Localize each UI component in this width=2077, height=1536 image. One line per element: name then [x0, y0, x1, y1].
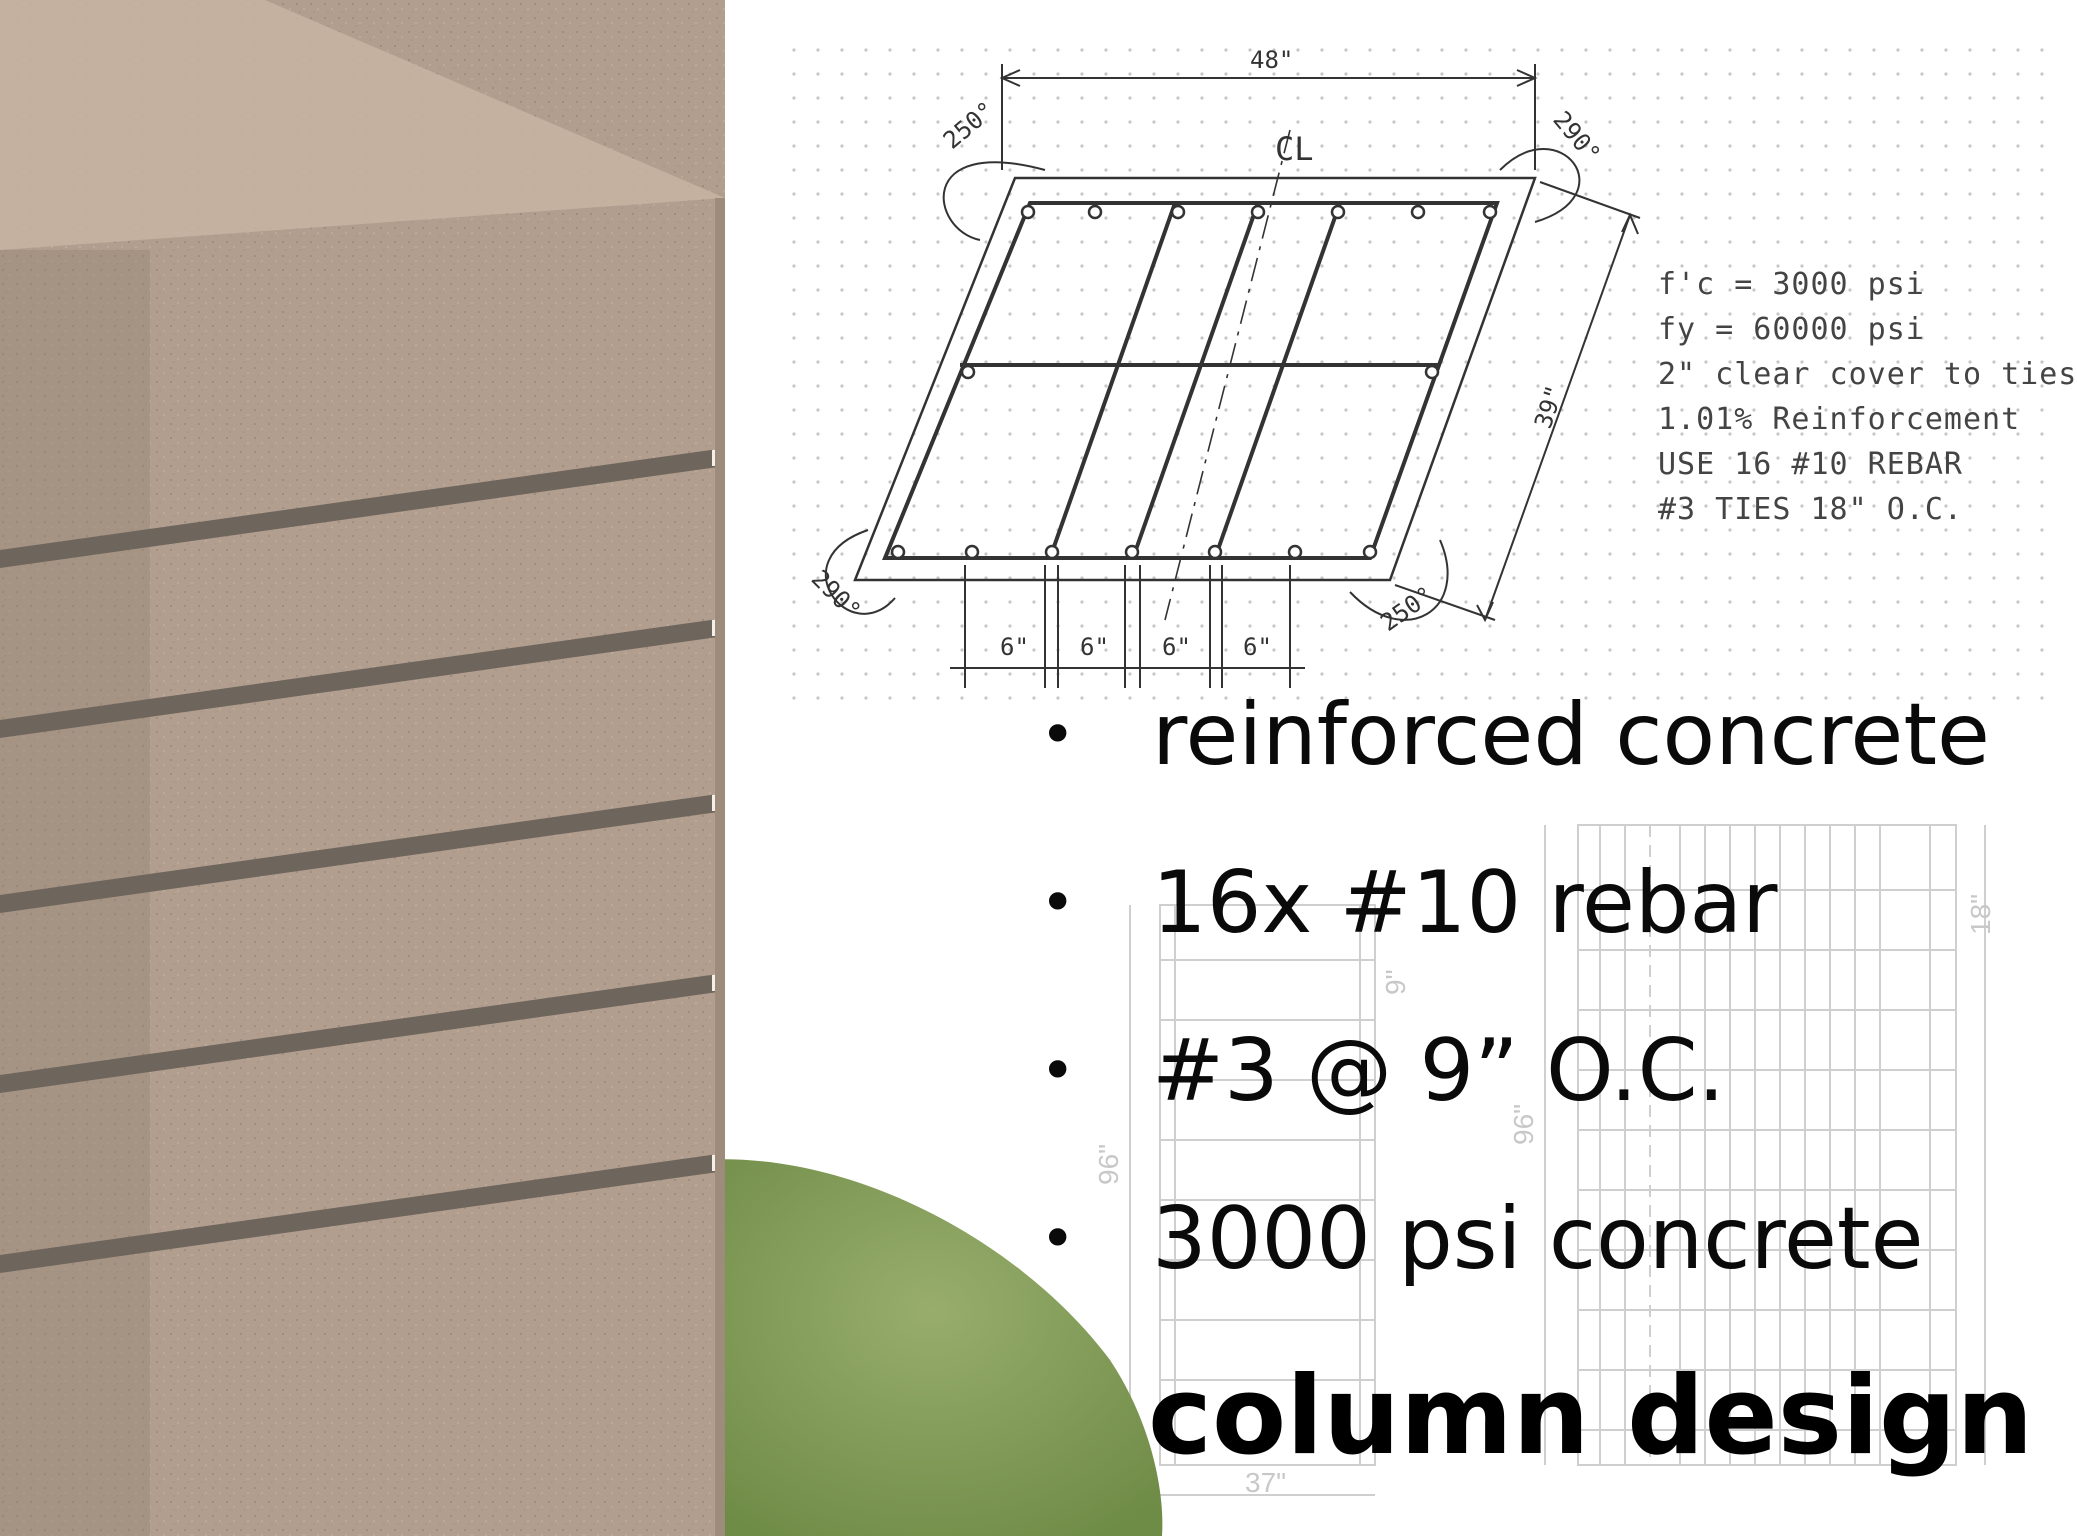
spacing-dimension-lines	[950, 565, 1305, 688]
bullet-dot: •	[1040, 700, 1076, 770]
angle-arcs	[824, 148, 1581, 621]
column-right-edge	[715, 198, 725, 1536]
rebar	[1207, 544, 1223, 560]
bullet-dot: •	[1040, 1204, 1076, 1274]
section-outline	[853, 176, 1537, 582]
note-cover: 2" clear cover to ties	[1658, 357, 2077, 392]
grass-patch	[700, 1159, 1163, 1536]
centerline-axis	[1164, 129, 1291, 621]
elevation-right-ties	[1578, 889, 1956, 1431]
bullet-text: #3 @ 9” O.C.	[1152, 1021, 1725, 1121]
elevation-tie-spacing-left: 9"	[1380, 969, 1411, 995]
bullet-list: • reinforced concrete • 16x #10 rebar • #3 …	[1040, 680, 2040, 1352]
width-dimension-label: 48"	[1250, 46, 1293, 74]
bullet-text: 3000 psi concrete	[1152, 1189, 1924, 1289]
elevation-height-right: 96"	[1508, 1104, 1539, 1145]
elevation-width-bottom: 37"	[1245, 1467, 1286, 1498]
note-ties: #3 TIES 18" O.C.	[1658, 492, 1963, 527]
bullet-dot: •	[1040, 868, 1076, 938]
rebar	[1170, 204, 1186, 220]
bullet-dot: •	[1040, 1036, 1076, 1106]
faint-elevation-labels: 96" 96" 37" 9" 18"	[1093, 894, 1996, 1498]
elevation-dimension-lines	[1129, 825, 1986, 1496]
rebar	[1124, 544, 1140, 560]
column-section-detail	[824, 64, 1641, 688]
elevation-tie-spacing-right: 18"	[1965, 894, 1996, 935]
rebar	[1362, 544, 1378, 560]
elevation-right-bars	[1599, 825, 1931, 1465]
bullet-text: reinforced concrete	[1152, 685, 1990, 785]
bullet-item: • 3000 psi concrete	[1040, 1184, 2040, 1352]
note-fy: fy = 60000 psi	[1658, 312, 1925, 347]
depth-dimension	[1394, 181, 1641, 623]
faint-elevation-drawing	[1129, 824, 1986, 1496]
bullet-item: • #3 @ 9” O.C.	[1040, 1016, 2040, 1184]
bullet-item: • reinforced concrete	[1040, 680, 2040, 848]
note-reinforcement-ratio: 1.01% Reinforcement	[1658, 402, 2021, 437]
slide-title: column design	[1148, 1354, 2034, 1479]
rebar	[1287, 544, 1303, 560]
rebar	[890, 544, 906, 560]
column-top-face-overlay	[0, 0, 725, 250]
grid-background	[780, 30, 2048, 710]
centerline-label: CL	[1275, 130, 1314, 168]
column-block-joints	[0, 448, 725, 1273]
spacing-label-4: 6"	[1243, 633, 1272, 661]
concrete-column-illustration	[0, 0, 725, 1536]
bullet-text: 16x #10 rebar	[1152, 853, 1778, 953]
tie-diagonals	[1048, 202, 1342, 559]
column-body	[0, 0, 725, 1536]
rebar	[1330, 204, 1346, 220]
spacing-label-2: 6"	[1080, 633, 1109, 661]
elevation-left-ties	[1160, 959, 1375, 1381]
spacing-label-3: 6"	[1162, 633, 1191, 661]
spacing-label-1: 6"	[1000, 633, 1029, 661]
rebar	[1482, 204, 1498, 220]
rebar	[1020, 204, 1036, 220]
width-dimension	[999, 64, 1538, 170]
rebar	[1410, 204, 1426, 220]
elevation-height-left: 96"	[1093, 1144, 1124, 1185]
design-notes: f'c = 3000 psi fy = 60000 psi 2" clear c…	[1658, 262, 2077, 532]
rebar	[960, 364, 976, 380]
elevation-left-outline	[1159, 904, 1376, 1466]
rebar	[964, 544, 980, 560]
rebar	[1424, 364, 1440, 380]
rebar	[1044, 544, 1060, 560]
rebar	[1087, 204, 1103, 220]
note-fc: f'c = 3000 psi	[1658, 267, 1925, 302]
note-rebar: USE 16 #10 REBAR	[1658, 447, 1963, 482]
rebar	[1250, 204, 1266, 220]
rebar-circles	[890, 204, 1498, 560]
elevation-right-outline	[1577, 824, 1957, 1466]
bullet-item: • 16x #10 rebar	[1040, 848, 2040, 1016]
